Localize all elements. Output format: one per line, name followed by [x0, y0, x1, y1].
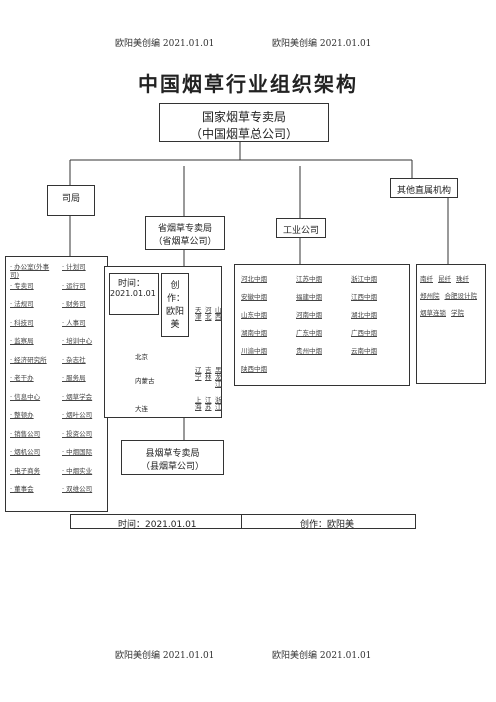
siju-item: · 服务局	[62, 374, 86, 382]
siju-item: · 烟叶公司	[62, 411, 93, 419]
province-name: 山西	[215, 306, 222, 321]
industry-item: 陕西中烟	[241, 365, 267, 373]
industry-item: 湖北中烟	[351, 311, 377, 319]
province-name: 大连	[135, 405, 148, 413]
siju-item: · 老干办	[10, 374, 34, 382]
province-line2: （省烟草公司）	[153, 237, 217, 247]
bottom-divider	[241, 515, 242, 529]
root-node: 国家烟草专卖局 （中国烟草总公司）	[159, 103, 329, 142]
header-right: 欧阳美创编 2021.01.01	[272, 39, 372, 49]
county-line1: 县烟草专卖局	[145, 449, 200, 459]
industry-item: 云南中烟	[351, 347, 377, 355]
siju-item: · 杂志社	[62, 355, 86, 364]
province-name: 江苏	[205, 396, 212, 411]
siju-item: · 信息中心	[10, 392, 41, 401]
industry-item: 安徽中烟	[241, 293, 267, 301]
province-name: 黑龙江	[215, 366, 222, 388]
industry-item: 河南中烟	[296, 311, 322, 319]
siju-item: · 办公室(外事司)	[10, 263, 50, 279]
siju-item: · 整顿办	[10, 411, 34, 419]
province-line1: 省烟草专卖局	[157, 224, 212, 234]
siju-label: 司局	[61, 194, 80, 204]
siju-item: · 计划司	[62, 263, 86, 271]
siju-node: 司局	[47, 185, 95, 216]
other-item: 郑州院	[420, 292, 440, 300]
siju-item: · 专卖司	[10, 281, 34, 290]
industry-item: 江苏中烟	[296, 275, 322, 283]
province-name: 浙江	[215, 396, 222, 411]
bottom-bar: 时间：2021.01.01 创作：欧阳美	[70, 514, 416, 530]
root-line1: 国家烟草专卖局	[201, 110, 286, 124]
province-name: 天津	[195, 306, 202, 321]
siju-item: · 监察局	[10, 337, 34, 345]
siju-item: · 销售公司	[10, 429, 41, 438]
page-title: 中国烟草行业组织架构	[138, 72, 358, 96]
industry-label: 工业公司	[282, 226, 319, 236]
bottom-author: 创作：欧阳美	[300, 520, 355, 530]
siju-item: · 经济研究所	[10, 355, 47, 364]
province-name: 上海	[195, 396, 202, 411]
industry-item: 福建中烟	[296, 293, 322, 301]
footer-right: 欧阳美创编 2021.01.01	[272, 651, 372, 661]
other-label: 其他直属机构	[396, 186, 451, 196]
other-list: 南纤昆纤珠纤郑州院合肥设计院烟草连锁学院	[416, 264, 486, 384]
other-item: 珠纤	[456, 275, 469, 283]
industry-item: 广东中烟	[296, 329, 322, 337]
header-left: 欧阳美创编 2021.01.01	[115, 39, 215, 49]
industry-item: 山东中烟	[241, 311, 267, 319]
siju-item: · 烟草学会	[62, 392, 93, 401]
siju-item: · 中烟国际	[62, 448, 93, 456]
stamp-author: 创作： 欧阳美	[161, 273, 189, 337]
siju-item: · 董事会	[10, 485, 34, 493]
industry-item: 川渝中烟	[241, 347, 267, 355]
siju-item: · 财务司	[62, 300, 86, 308]
root-line2: （中国烟草总公司）	[189, 127, 298, 141]
siju-item: · 培训中心	[62, 337, 93, 345]
province-name: 吉林	[205, 366, 212, 381]
siju-item: · 双维公司	[62, 485, 93, 493]
province-node: 省烟草专卖局 （省烟草公司）	[145, 216, 225, 250]
stamp-time: 时间： 2021.01.01	[109, 273, 159, 315]
province-name: 内蒙古	[135, 377, 155, 385]
industry-node: 工业公司	[276, 218, 326, 238]
other-node: 其他直属机构	[390, 178, 458, 198]
other-item: 学院	[451, 309, 464, 317]
county-line2: （县烟草公司）	[140, 462, 204, 472]
siju-item: · 人事司	[62, 318, 86, 327]
county-node: 县烟草专卖局 （县烟草公司）	[121, 440, 224, 475]
siju-item: · 投资公司	[62, 429, 93, 438]
other-item: 合肥设计院	[444, 292, 478, 300]
industry-item: 浙江中烟	[351, 275, 377, 283]
other-item: 南纤	[420, 275, 433, 283]
bottom-time: 时间：2021.01.01	[118, 520, 197, 530]
siju-list: · 办公室(外事司) · 计划司 · 专卖司 · 运行司 · 法规司 · 财务司 · 科技司…	[5, 256, 108, 512]
footer-left: 欧阳美创编 2021.01.01	[115, 651, 215, 661]
other-item: 昆纤	[438, 275, 451, 283]
siju-item: · 电子商务	[10, 466, 41, 475]
industry-item: 贵州中烟	[296, 347, 322, 355]
province-block: 时间： 2021.01.01 创作： 欧阳美 北京内蒙古大连 天津河北山西辽宁吉…	[104, 266, 222, 418]
industry-grid: 河北中烟 江苏中烟 浙江中烟安徽中烟 福建中烟 江西中烟山东中烟 河南中烟 湖北中烟湖南中烟…	[234, 264, 410, 386]
siju-item: · 烟机公司	[10, 448, 41, 456]
industry-item: 湖南中烟	[241, 329, 267, 337]
industry-item: 广西中烟	[351, 329, 377, 337]
province-name: 北京	[135, 353, 148, 361]
province-name: 辽宁	[195, 366, 202, 381]
siju-item: · 中烟实业	[62, 466, 93, 475]
industry-item: 江西中烟	[351, 293, 377, 301]
siju-item: · 运行司	[62, 281, 86, 290]
industry-item: 河北中烟	[241, 275, 267, 283]
other-item: 烟草连锁	[420, 309, 446, 317]
siju-item: · 科技司	[10, 318, 34, 327]
siju-item: · 法规司	[10, 300, 34, 308]
province-name: 河北	[205, 306, 212, 321]
